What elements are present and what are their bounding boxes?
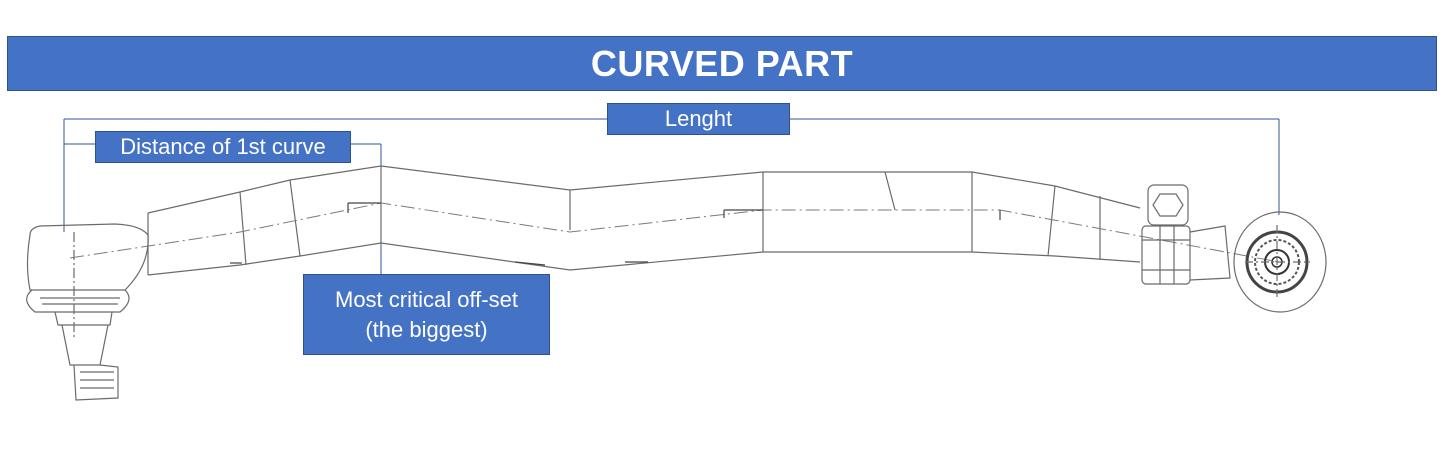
- offset-marks: [230, 202, 1001, 266]
- rod-body: [147, 165, 1141, 276]
- right-eye-end: [1233, 211, 1327, 313]
- critical-offset-line2: (the biggest): [365, 316, 488, 342]
- right-clamp: [1141, 184, 1231, 285]
- rod-centerline: [69, 202, 1280, 263]
- critical-offset-line1: Most critical off-set: [335, 286, 518, 312]
- dimension-lines: [63, 118, 1280, 274]
- page-title: CURVED PART: [7, 36, 1437, 91]
- left-ball-joint: [26, 223, 149, 401]
- critical-offset-label: Most critical off-set (the biggest): [303, 274, 550, 355]
- length-label: Lenght: [607, 103, 790, 135]
- distance-first-curve-label: Distance of 1st curve: [95, 131, 351, 163]
